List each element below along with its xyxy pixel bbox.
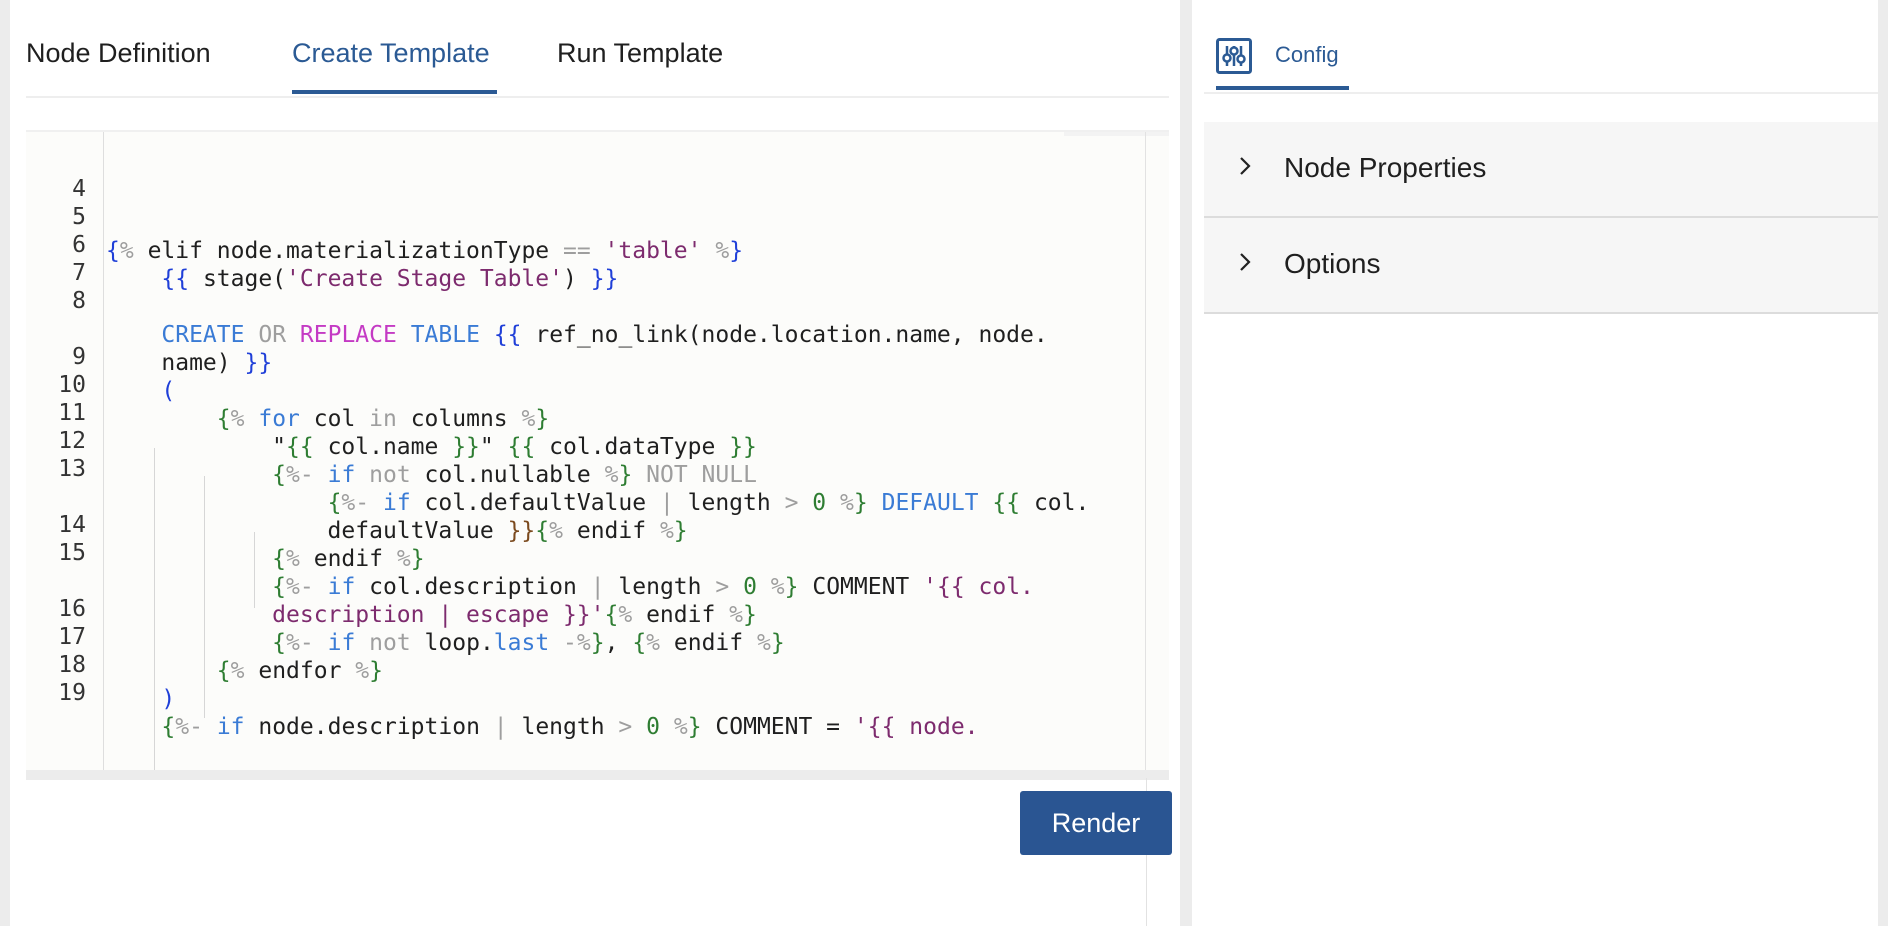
code-editor[interactable]: 4 5 {% elif node.materializationType == … <box>26 130 1169 780</box>
right-gutter <box>1878 0 1888 926</box>
code-text: "{{ col.name }}" {{ col.dataType }} <box>106 434 757 460</box>
code-line: 13 {%- if col.defaultValue | length > 0 … <box>26 418 1089 516</box>
code-text: {%- if col.defaultValue | length > 0 %} … <box>327 490 1090 516</box>
tab-bar: Node Definition Create Template Run Temp… <box>26 0 1169 98</box>
line-number: 19 <box>58 680 86 706</box>
tab-create-template[interactable]: Create Template <box>292 38 490 68</box>
code-text: description | escape }}'{% endif %} <box>272 602 757 628</box>
code-text: {% for col in columns %} <box>216 406 550 432</box>
code-text: {% endif %} <box>272 546 425 572</box>
code-line: 6 {{ stage('Create Stage Table') }} <box>26 194 618 292</box>
code-line: 4 <box>26 138 109 202</box>
line-number: 11 <box>58 400 86 426</box>
line-number: 15 <box>58 540 86 566</box>
code-line: 5 {% elif node.materializationType == 't… <box>26 166 743 264</box>
code-text: {{ stage('Create Stage Table') }} <box>161 266 619 292</box>
code-text: ) <box>161 686 176 712</box>
config-panel: Config Node Properties Options <box>1192 0 1878 926</box>
line-number: 9 <box>72 344 86 370</box>
code-line: 16 {%- if not loop.last -%}, {% endif %} <box>26 558 784 656</box>
code-text: defaultValue }}{% endif %} <box>106 518 688 544</box>
line-number: 12 <box>58 428 86 454</box>
line-number: 6 <box>72 232 86 258</box>
code-text: {% endfor %} <box>216 658 383 684</box>
indent-guide <box>254 532 255 608</box>
accordion-label: Options <box>1284 248 1381 279</box>
code-text: {%- if node.description | length > 0 %} … <box>161 714 979 740</box>
gutter-separator <box>103 132 104 780</box>
code-line: 12 {%- if not col.nullable %} NOT NULL <box>26 390 757 488</box>
active-tab-indicator <box>292 90 497 94</box>
chevron-right-icon <box>1240 253 1251 271</box>
line-number: 13 <box>58 456 86 482</box>
code-text: {% elif node.materializationType == 'tab… <box>106 238 744 264</box>
tab-config[interactable]: Config <box>1275 42 1339 67</box>
code-line: name) }} <box>26 278 272 376</box>
line-number: 17 <box>58 624 86 650</box>
editor-vertical-scrollbar[interactable] <box>1145 132 1146 780</box>
line-number: 7 <box>72 260 86 286</box>
code-text: {%- if not loop.last -%}, {% endif %} <box>272 630 785 656</box>
active-tab-indicator <box>1216 86 1349 90</box>
editor-top-strip <box>1064 132 1169 136</box>
accordion-label: Node Properties <box>1284 152 1487 183</box>
left-gutter <box>0 0 10 926</box>
indent-guide <box>154 448 155 776</box>
accordion-node-properties[interactable]: Node Properties <box>1204 122 1878 218</box>
line-number: 8 <box>72 288 86 314</box>
code-line: 17 {% endfor %} <box>26 586 383 684</box>
code-line: 10 {% for col in columns %} <box>26 334 549 432</box>
code-line: 15 {%- if col.description | length > 0 %… <box>26 502 1034 600</box>
code-line: defaultValue }}{% endif %} <box>26 446 688 544</box>
accordion-options[interactable]: Options <box>1204 218 1878 314</box>
line-number: 14 <box>58 512 86 538</box>
code-line: description | escape }}'{% endif %} <box>26 530 757 628</box>
code-text: {%- if not col.nullable %} NOT NULL <box>272 462 757 488</box>
code-line: 18 ) <box>26 614 175 712</box>
editor-horizontal-scrollbar[interactable] <box>26 770 1169 780</box>
code-line: 8 CREATE OR REPLACE TABLE {{ ref_no_link… <box>26 250 1048 348</box>
code-line: 7 <box>26 222 109 286</box>
code-text: name) }} <box>106 350 273 376</box>
config-tab-bar: Config <box>1204 0 1878 94</box>
render-button[interactable]: Render <box>1020 791 1172 855</box>
indent-guide <box>204 476 205 718</box>
line-number: 18 <box>58 652 86 678</box>
line-number: 16 <box>58 596 86 622</box>
code-line: 11 "{{ col.name }}" {{ col.dataType }} <box>26 362 757 460</box>
code-text: ( <box>161 378 176 404</box>
code-line: 19 {%- if node.description | length > 0 … <box>26 642 978 740</box>
chevron-right-icon <box>1240 157 1251 175</box>
code-text: CREATE OR REPLACE TABLE {{ ref_no_link(n… <box>161 322 1048 348</box>
panel-divider[interactable] <box>1180 0 1192 926</box>
sliders-icon[interactable] <box>1216 38 1252 74</box>
tab-node-definition[interactable]: Node Definition <box>26 38 211 68</box>
tab-run-template[interactable]: Run Template <box>557 38 724 68</box>
template-panel: Node Definition Create Template Run Temp… <box>10 0 1180 926</box>
code-line: 14 {% endif %} <box>26 474 424 572</box>
code-line: 9 ( <box>26 306 175 404</box>
line-number: 5 <box>72 204 86 230</box>
code-text: {%- if col.description | length > 0 %} C… <box>272 574 1034 600</box>
line-number: 4 <box>72 176 86 202</box>
line-number: 10 <box>58 372 86 398</box>
